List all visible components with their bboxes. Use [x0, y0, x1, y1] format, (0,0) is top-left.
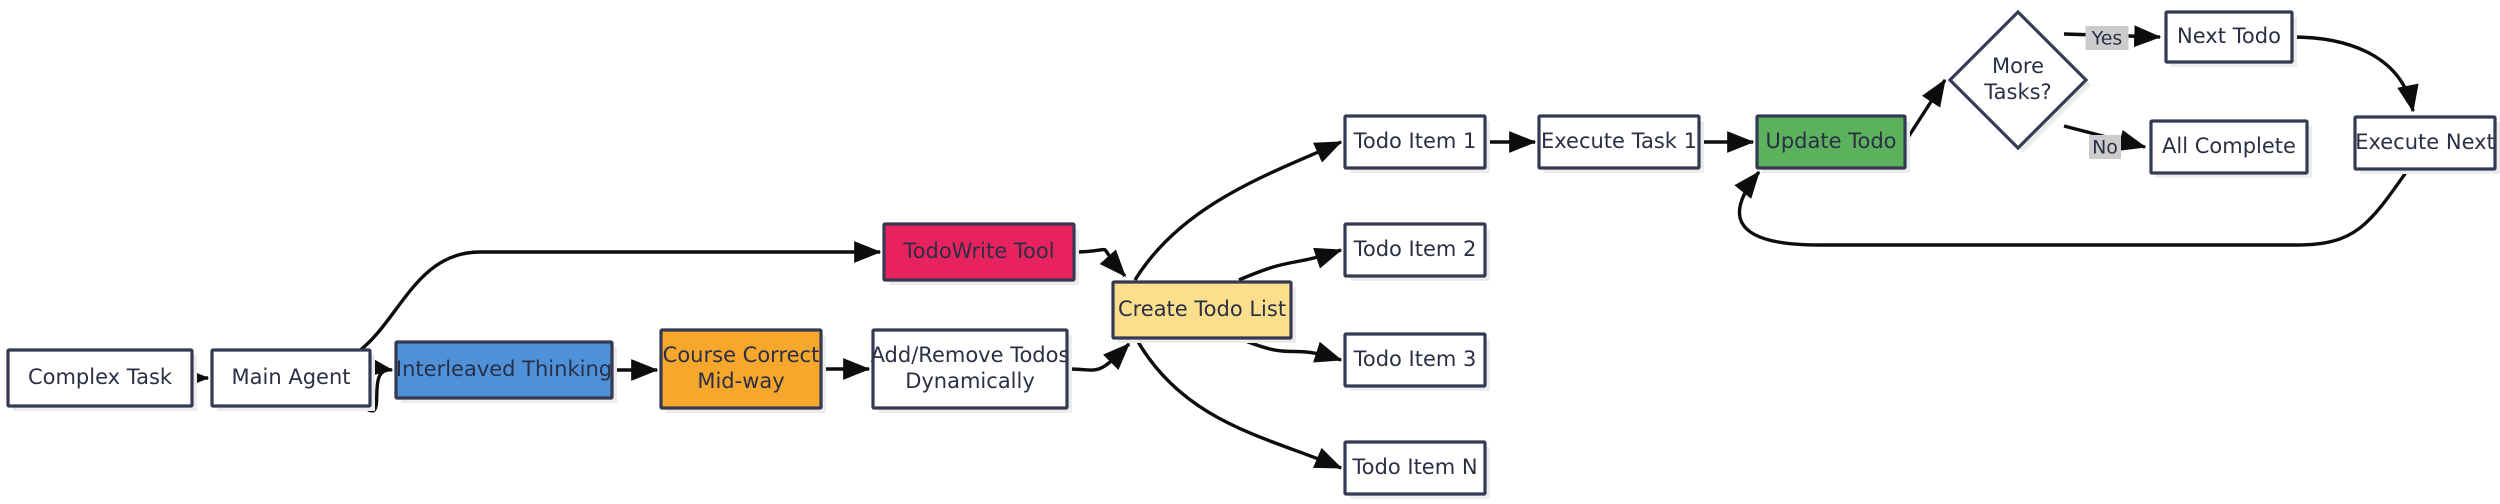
node-complex-task[interactable]: Complex Task — [6, 348, 197, 411]
edge-todowrite-tool-to-create-todo-list — [1073, 247, 1127, 278]
edges-layer — [182, 25, 2419, 470]
edge-create-todo-list-to-todo-item-n — [1135, 339, 1343, 470]
node-all-complete[interactable]: All Complete — [2149, 119, 2312, 178]
edge-update-todo-to-more-tasks — [1903, 78, 1947, 143]
node-rect-shape[interactable] — [1755, 114, 1907, 170]
edge-execute-next-to-update-todo — [1734, 170, 2409, 247]
node-execute-task-1[interactable]: Execute Task 1 — [1537, 114, 1704, 173]
node-rect-shape[interactable] — [882, 222, 1076, 282]
edge-label-background — [2085, 26, 2129, 50]
edge-next-todo-to-execute-next — [2291, 35, 2419, 113]
node-rect-shape[interactable] — [2149, 119, 2309, 175]
edge-main-agent-to-todowrite-tool — [356, 241, 882, 354]
node-create-todo-list[interactable]: Create Todo List — [1111, 280, 1296, 343]
node-rect-shape[interactable] — [210, 348, 372, 408]
node-update-todo[interactable]: Update Todo — [1755, 114, 1910, 173]
edge-add-remove-todos-to-create-todo-list — [1066, 342, 1131, 372]
node-rect-shape[interactable] — [871, 328, 1069, 410]
node-interleaved[interactable]: Interleaved Thinking — [394, 340, 617, 403]
node-rect-shape[interactable] — [1343, 114, 1487, 170]
edge-label-yes: Yes — [2085, 26, 2129, 50]
node-rect-shape[interactable] — [2353, 115, 2497, 171]
node-todo-item-3[interactable]: Todo Item 3 — [1343, 332, 1490, 391]
node-main-agent[interactable]: Main Agent — [210, 348, 375, 411]
node-todowrite-tool[interactable]: TodoWrite Tool — [882, 222, 1079, 285]
edge-label-no: No — [2089, 135, 2121, 159]
node-execute-next[interactable]: Execute Next — [2353, 115, 2500, 174]
node-todo-item-1[interactable]: Todo Item 1 — [1343, 114, 1490, 173]
edge-label-background — [2089, 135, 2121, 159]
node-todo-item-n[interactable]: Todo Item N — [1343, 440, 1490, 499]
node-rect-shape[interactable] — [659, 328, 823, 410]
node-todo-item-2[interactable]: Todo Item 2 — [1343, 222, 1490, 281]
node-rect-shape[interactable] — [1343, 440, 1487, 496]
node-rect-shape[interactable] — [2164, 10, 2294, 64]
node-rect-shape[interactable] — [394, 340, 614, 400]
node-next-todo[interactable]: Next Todo — [2164, 10, 2297, 67]
edge-create-todo-list-to-todo-item-1 — [1133, 140, 1343, 281]
node-rect-shape[interactable] — [1537, 114, 1701, 170]
node-rect-shape[interactable] — [1343, 332, 1487, 388]
node-diamond-shape[interactable] — [1947, 9, 2089, 151]
edge-create-todo-list-to-todo-item-2 — [1238, 247, 1343, 282]
node-rect-shape[interactable] — [1111, 280, 1293, 340]
node-rect-shape[interactable] — [1343, 222, 1487, 278]
edge-create-todo-list-to-todo-item-3 — [1242, 338, 1343, 363]
node-rect-shape[interactable] — [6, 348, 194, 408]
